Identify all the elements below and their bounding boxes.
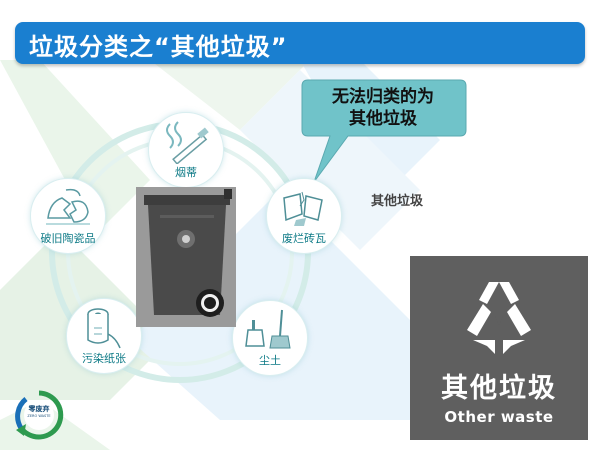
callout-text: 无法归类的为 其他垃圾	[300, 86, 466, 130]
sign-title: 其他垃圾	[441, 373, 557, 404]
item-circle	[232, 300, 308, 376]
zero-waste-logo: 零废弃 ZERO WASTE	[14, 390, 64, 440]
item-dust: 尘土	[232, 300, 308, 376]
page-title: 垃圾分类之“其他垃圾”	[29, 33, 288, 61]
item-paper: 污染纸张	[66, 298, 142, 374]
title-bar: 垃圾分类之“其他垃圾”	[15, 22, 585, 64]
logo-name: 零废弃	[28, 405, 50, 413]
trash-bin-icon	[136, 187, 236, 327]
other-waste-sign: 其他垃圾 Other waste	[410, 256, 588, 440]
subtitle-label: 其他垃圾	[371, 194, 424, 209]
zero-waste-logo-icon	[15, 390, 64, 440]
broken-ceramic-icon	[46, 188, 90, 225]
item-broken-brick: 废烂砖瓦	[266, 178, 342, 254]
item-broken-ceramic: 破旧陶瓷品	[30, 178, 106, 254]
item-label: 破旧陶瓷品	[40, 232, 96, 245]
sign-subtitle: Other waste	[444, 408, 554, 426]
broken-brick-icon	[283, 191, 323, 226]
callout-bubble: 无法归类的为 其他垃圾	[300, 78, 468, 188]
item-label: 尘土	[259, 354, 281, 367]
item-label: 废烂砖瓦	[282, 232, 326, 245]
item-cigarette: 烟蒂	[148, 112, 224, 188]
recycle-arrows-icon	[467, 282, 531, 354]
broom-dustpan-icon	[245, 309, 291, 349]
cigarette-icon	[166, 121, 209, 164]
trash-bin-image	[136, 187, 236, 327]
item-label: 污染纸张	[82, 352, 126, 365]
item-circle	[30, 178, 106, 254]
callout-line-1: 无法归类的为	[332, 87, 434, 107]
callout-line-2: 其他垃圾	[349, 109, 417, 129]
speech-bubble-icon	[301, 79, 467, 183]
paper-roll-icon	[87, 308, 121, 349]
item-label: 烟蒂	[175, 166, 197, 179]
logo-tagline: ZERO WASTE	[27, 414, 51, 418]
